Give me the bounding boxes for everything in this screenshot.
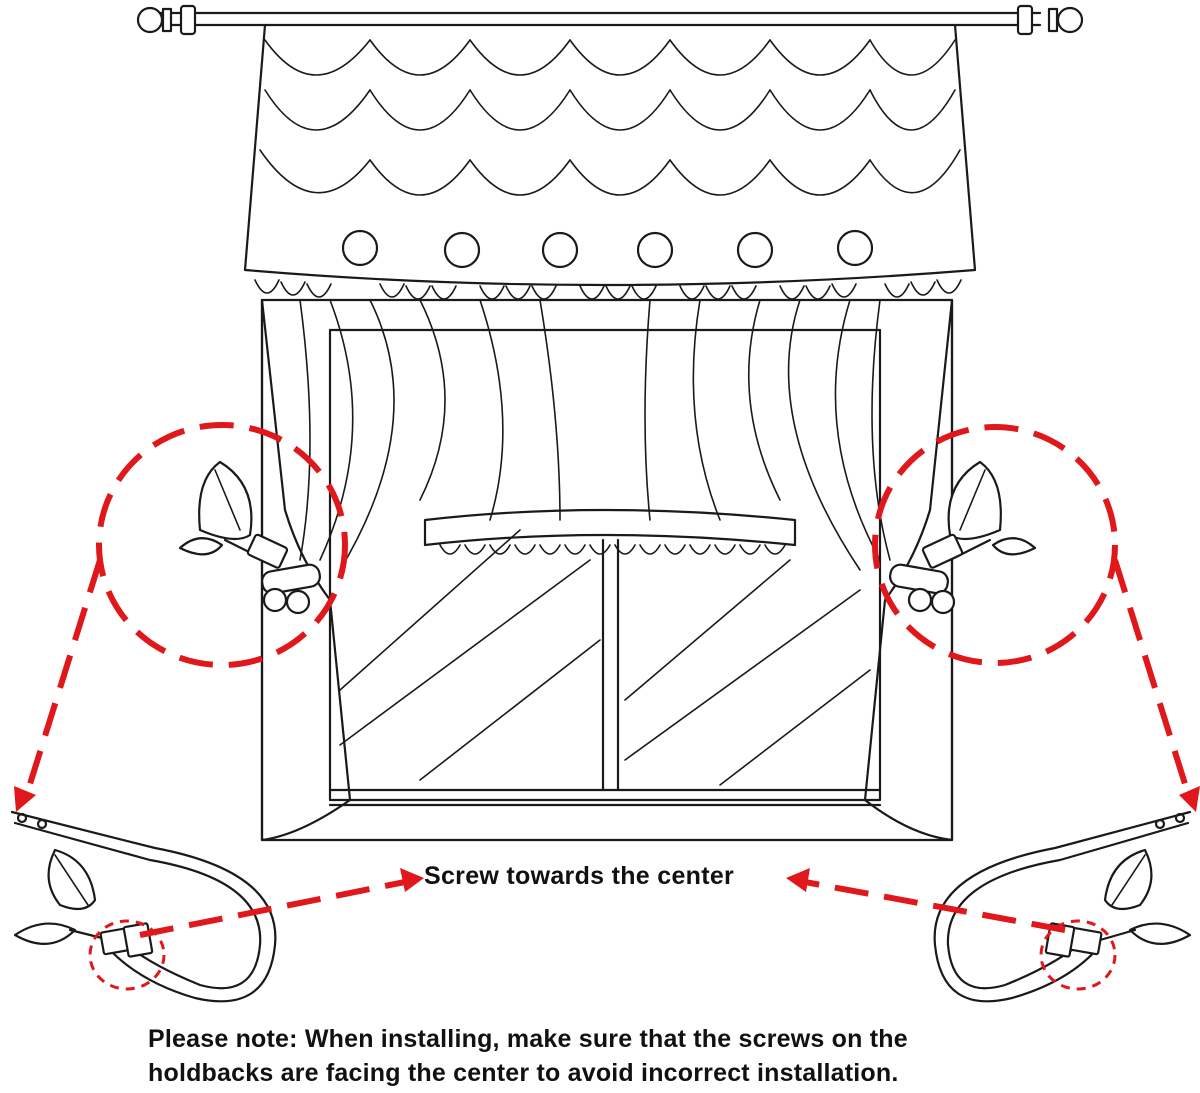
holdback-hook-icon <box>10 810 277 1003</box>
window-icon <box>260 298 954 842</box>
right-highlight-circle <box>872 424 1118 666</box>
arrow-icon <box>1112 559 1200 812</box>
holdback-hook-icon <box>933 810 1192 1003</box>
left-screw-highlight <box>88 919 166 991</box>
installation-note: Please note: When installing, make sure … <box>148 1022 908 1090</box>
center-direction-label: Screw towards the center <box>424 862 735 890</box>
leaf-holdback-icon <box>889 460 1037 615</box>
arrow-icon <box>14 559 103 812</box>
arrow-icon <box>139 868 424 938</box>
left-highlight-circle <box>96 422 348 668</box>
note-line-1: Please note: When installing, make sure … <box>148 1025 908 1053</box>
screw-icon <box>99 922 154 958</box>
note-line-2: holdbacks are facing the center to avoid… <box>148 1059 899 1087</box>
right-screw-highlight <box>1039 919 1117 991</box>
curtain-rod-icon <box>136 4 1084 36</box>
arrow-icon <box>786 868 1066 933</box>
curtain-icon <box>243 23 977 842</box>
leaf-holdback-icon <box>178 460 321 615</box>
